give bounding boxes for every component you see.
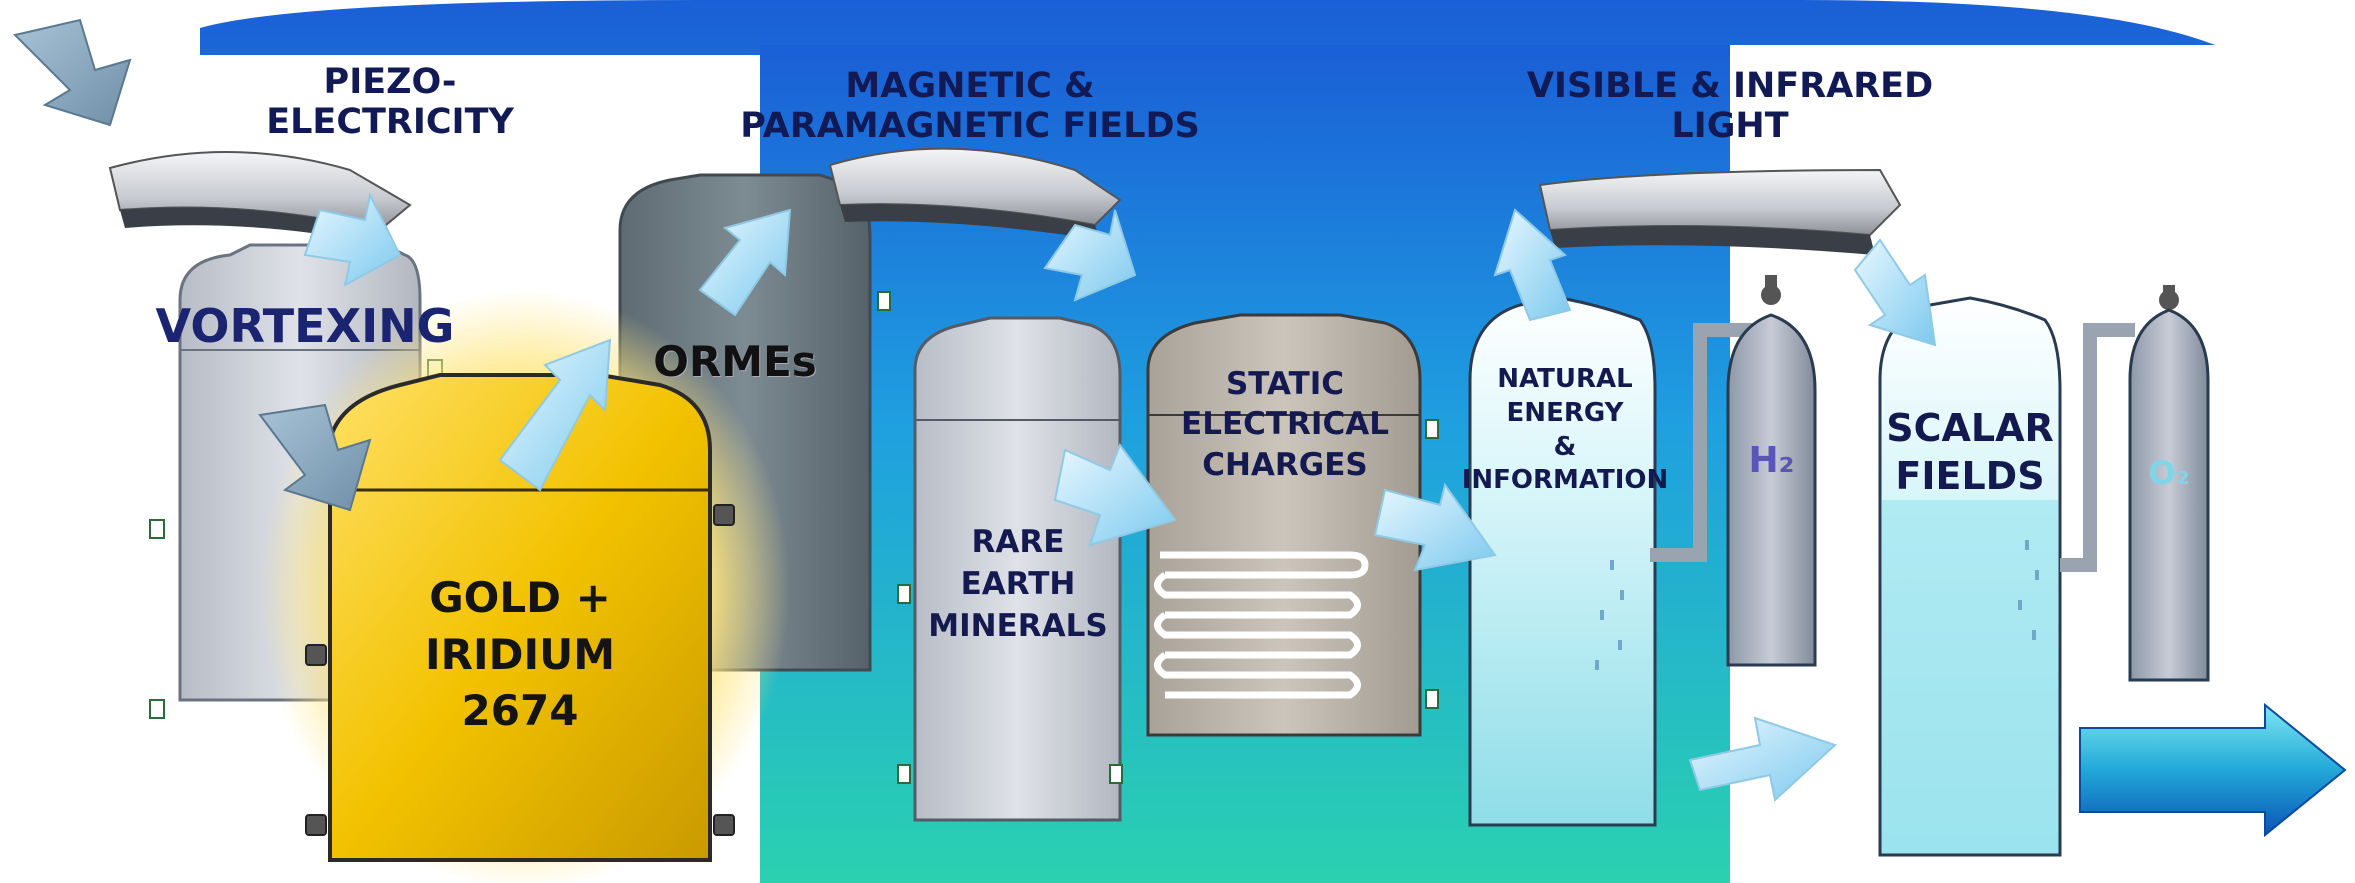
arrow-icon (303, 191, 402, 287)
vortexing-label: VORTEXING (155, 299, 455, 353)
h2-label: H₂ (1748, 440, 1795, 481)
lamp-icon (1538, 168, 1902, 255)
o2-label: O₂ (2148, 454, 2190, 492)
gold-line-2: IRIDIUM (425, 629, 615, 679)
rare-earth-label: RARE EARTH MINERALS (908, 522, 1128, 648)
piezo-electricity-label: PIEZO- ELECTRICITY (220, 62, 560, 143)
rare-line-2: EARTH (960, 565, 1076, 602)
arrow-icon (1853, 238, 1937, 347)
arrow-icon (1053, 442, 1177, 547)
gold-iridium-label: GOLD + IRIDIUM 2674 (360, 570, 680, 740)
arrow-icon (698, 208, 792, 317)
coil-icon (1154, 551, 1369, 699)
rare-line-1: RARE (971, 524, 1065, 560)
visible-line-2: LIGHT (1671, 106, 1789, 147)
natural-line-4: INFORMATION (1461, 465, 1669, 496)
rare-line-3: MINERALS (928, 607, 1108, 644)
gold-line-3: 2674 (461, 686, 579, 736)
static-line-2: ELECTRICAL (1181, 406, 1389, 443)
arrow-icon (1688, 716, 1837, 802)
static-line-3: CHARGES (1202, 446, 1368, 483)
arrow-icon (1493, 208, 1572, 322)
piezo-line-1: PIEZO- (323, 62, 457, 102)
piezo-line-2: ELECTRICITY (266, 102, 514, 143)
magnetic-line-2: PARAMAGNETIC FIELDS (740, 106, 1200, 147)
gas-cylinder-icon (2128, 285, 2210, 682)
gold-iridium-tank (260, 290, 790, 883)
static-charges-tank (1146, 313, 1439, 737)
arrow-icon (1373, 482, 1497, 572)
natural-line-2: ENERGY (1506, 397, 1624, 428)
arrow-icon (498, 338, 612, 492)
natural-line-3: & (1553, 431, 1577, 462)
arrow-icon (258, 403, 372, 512)
natural-line-1: NATURAL (1497, 364, 1633, 394)
scalar-fields-label: SCALAR FIELDS (1860, 405, 2080, 500)
visible-line-1: VISIBLE & INFRARED (1526, 66, 1934, 106)
static-line-1: STATIC (1225, 366, 1345, 402)
natural-energy-tank (1468, 296, 1755, 827)
natural-energy-label: NATURAL ENERGY & INFORMATION (1425, 363, 1705, 498)
magnetic-line-1: MAGNETIC & (845, 66, 1095, 106)
visible-infrared-label: VISIBLE & INFRARED LIGHT (1470, 66, 1990, 147)
scalar-fields-tank (1878, 296, 2135, 857)
ormes-label: ORMEs (653, 337, 817, 386)
scalar-line-1: SCALAR (1886, 406, 2054, 450)
static-charges-label: STATIC ELECTRICAL CHARGES (1150, 364, 1420, 485)
scalar-line-2: FIELDS (1895, 453, 2045, 498)
magnetic-fields-label: MAGNETIC & PARAMAGNETIC FIELDS (690, 66, 1250, 147)
gas-cylinder-icon (1726, 275, 1817, 667)
output-arrow-icon (2079, 702, 2347, 838)
arrow-icon (13, 18, 132, 127)
arrow-icon (1043, 209, 1137, 302)
lamp-icon (828, 147, 1122, 240)
gold-line-1: GOLD + (429, 573, 611, 622)
rare-earth-tank (897, 316, 1123, 822)
